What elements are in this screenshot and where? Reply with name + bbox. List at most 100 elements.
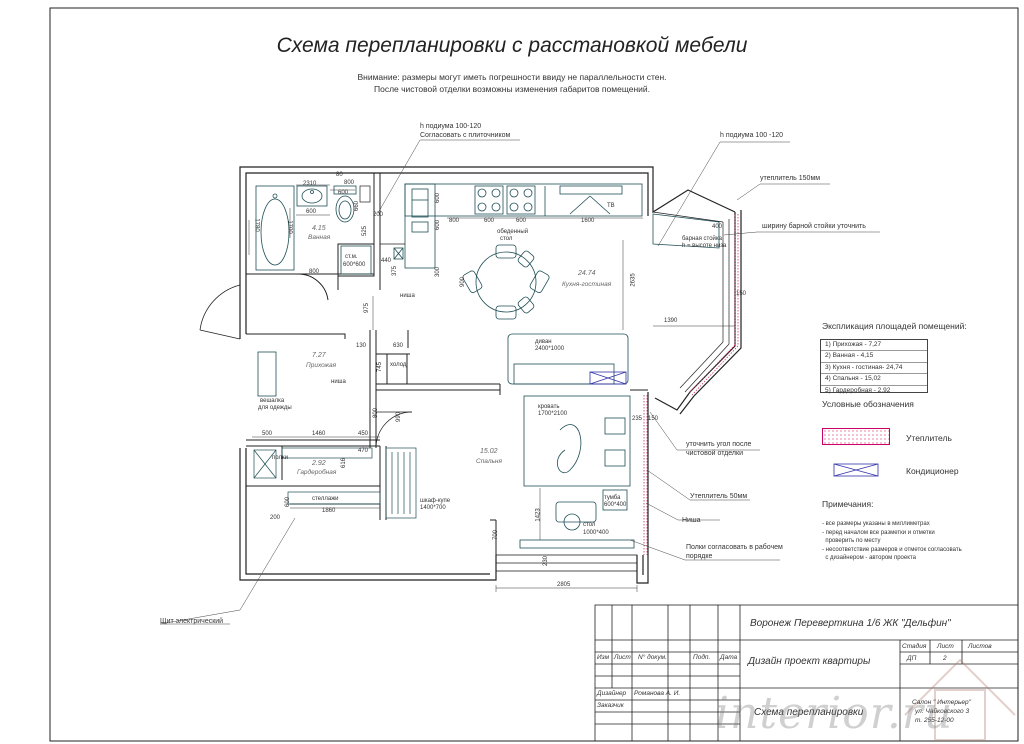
bathroom-walls [245,172,381,301]
dim: 80 [336,172,343,178]
stamp-designer-role: Дизайнер [597,690,627,697]
callout-niche: Ниша [682,517,701,524]
sofa-size: 2400*1000 [535,346,565,352]
room-name-bath: Ванная [308,234,331,241]
dim: 470 [358,448,369,454]
explication-row: 2) Ванная - 4,15 [821,351,927,363]
dim: 400 [712,224,723,230]
dim: 1423 [535,508,542,522]
room-area-bath: 4.15 [312,225,326,232]
dim: 600 [338,190,349,196]
dim: 630 [393,343,404,349]
stamp-col-izm: Изм [597,654,610,661]
notes-title: Примечания: [822,499,874,509]
bar-counter [652,213,720,249]
explication-row: 5) Гардеробная - 2,92 [825,386,891,394]
callout-insulation-150: утеплитель 150мм [760,175,821,182]
ac-legend-symbol [833,463,879,477]
dim: 600 [306,209,317,215]
dining-label-2: стол [500,236,513,242]
tv-label: ТВ [607,203,615,209]
room-name-kitchen: Кухня-гостиная [562,281,612,288]
room-area-wardrobe: 2.92 [312,460,326,467]
dim: 616 [341,457,348,469]
dim: 600 [285,496,292,508]
kitchen-unit [393,183,643,269]
dim: 200 [270,515,281,521]
room-name-hall: Прихожая [306,362,337,369]
room-name-wardrobe: Гардеробная [297,469,337,476]
dim: 525 [362,225,369,237]
callout-insulation-50: Утеплитель 50мм [690,493,748,500]
stamp-sheets-header: Листов [968,643,992,650]
stamp-col-date: Дата [720,654,738,661]
loggia-glazing [652,211,730,393]
watermark-logo: interior.ru [715,688,954,739]
dimension-lines [248,184,735,592]
callout-corner-2: чистовой отделки [686,450,743,457]
dim: 1390 [664,318,678,324]
callout-podium-right: h подиума 100 -120 [720,132,784,139]
bed-size: 1700*2100 [538,411,568,417]
callout-shelves: Полки согласовать в рабочем [686,544,783,551]
room-area-kitchen: 24.74 [578,270,596,277]
poles-label: полки [272,455,288,461]
dim: 235 [632,416,643,422]
nightstand-label: тумба [604,495,621,501]
toilet [333,185,357,223]
drawing-title: Схема перепланировки с расстановкой мебе… [276,34,748,57]
stamp-stage-value: ДП [907,655,917,662]
note-item: - несоответствие размеров и отметок согл… [822,547,962,553]
dim: 900 [460,276,467,288]
explication-row: 1) Прихожая - 7,27 [821,340,927,352]
stamp-studio-address: ул. Чайковского 3 [915,708,970,715]
dim: 1700 [286,220,293,234]
dim: 745 [377,361,384,373]
callout-podium-left-note: Согласовать с плиточником [420,132,511,139]
dim: 600 [516,218,527,224]
stamp-studio-name: Салон " Интерьер" [912,699,971,706]
explication-row: 4) Спальня - 15,02 [821,374,927,386]
explication-table: 1) Прихожая - 7,27 2) Ванная - 4,15 3) К… [820,339,928,394]
dressing-room [253,447,381,505]
legend-title: Условные обозначения [822,399,914,409]
dim: 975 [364,302,371,314]
desk-label: стол [583,522,596,528]
niche-kitchen-label: ниша [400,293,415,299]
sofa-label: диван [535,339,552,345]
sliding-wardrobe [385,447,417,519]
bed-label: кровать [538,404,560,410]
dim: 600 [484,218,495,224]
room-area-hall: 7.27 [312,352,326,359]
dim: 700 [493,529,500,541]
legend-ac: Кондиционер [906,466,959,476]
stamp-project: Дизайн проект квартиры [748,656,871,667]
dim: 800 [309,269,320,275]
dim: 600 [435,219,442,231]
dim: 130 [356,343,367,349]
bathtub [255,185,295,271]
coat-hanger [257,351,277,397]
washer-label: ст.м. [345,254,358,260]
explication-title: Экспликация площадей помещений: [822,321,967,331]
dim: 230 [543,555,550,567]
washer-size: 600*600 [343,262,366,268]
dim: 200 [373,212,384,218]
dim: 150 [736,291,747,297]
dim: 1600 [581,218,595,224]
bed [523,395,631,487]
room-name-bedroom: Спальня [476,458,502,465]
callout-shelves-2: порядке [686,553,713,560]
insulation-loggia [643,214,739,555]
legend-insulation: Утеплитель [906,433,952,443]
stamp-drawing-name: Схема перепланировки [754,707,864,718]
sheet-frame [49,7,1019,742]
fridge-label: холод. [390,362,409,368]
note-item: - все размеры указаны в миллиметрах [822,521,930,527]
watermark-house-icon [904,658,1016,741]
nightstand-size: 600*400 [604,502,627,508]
sofa [507,333,629,385]
dining-label: обеденный [497,229,529,235]
sink [296,185,328,207]
